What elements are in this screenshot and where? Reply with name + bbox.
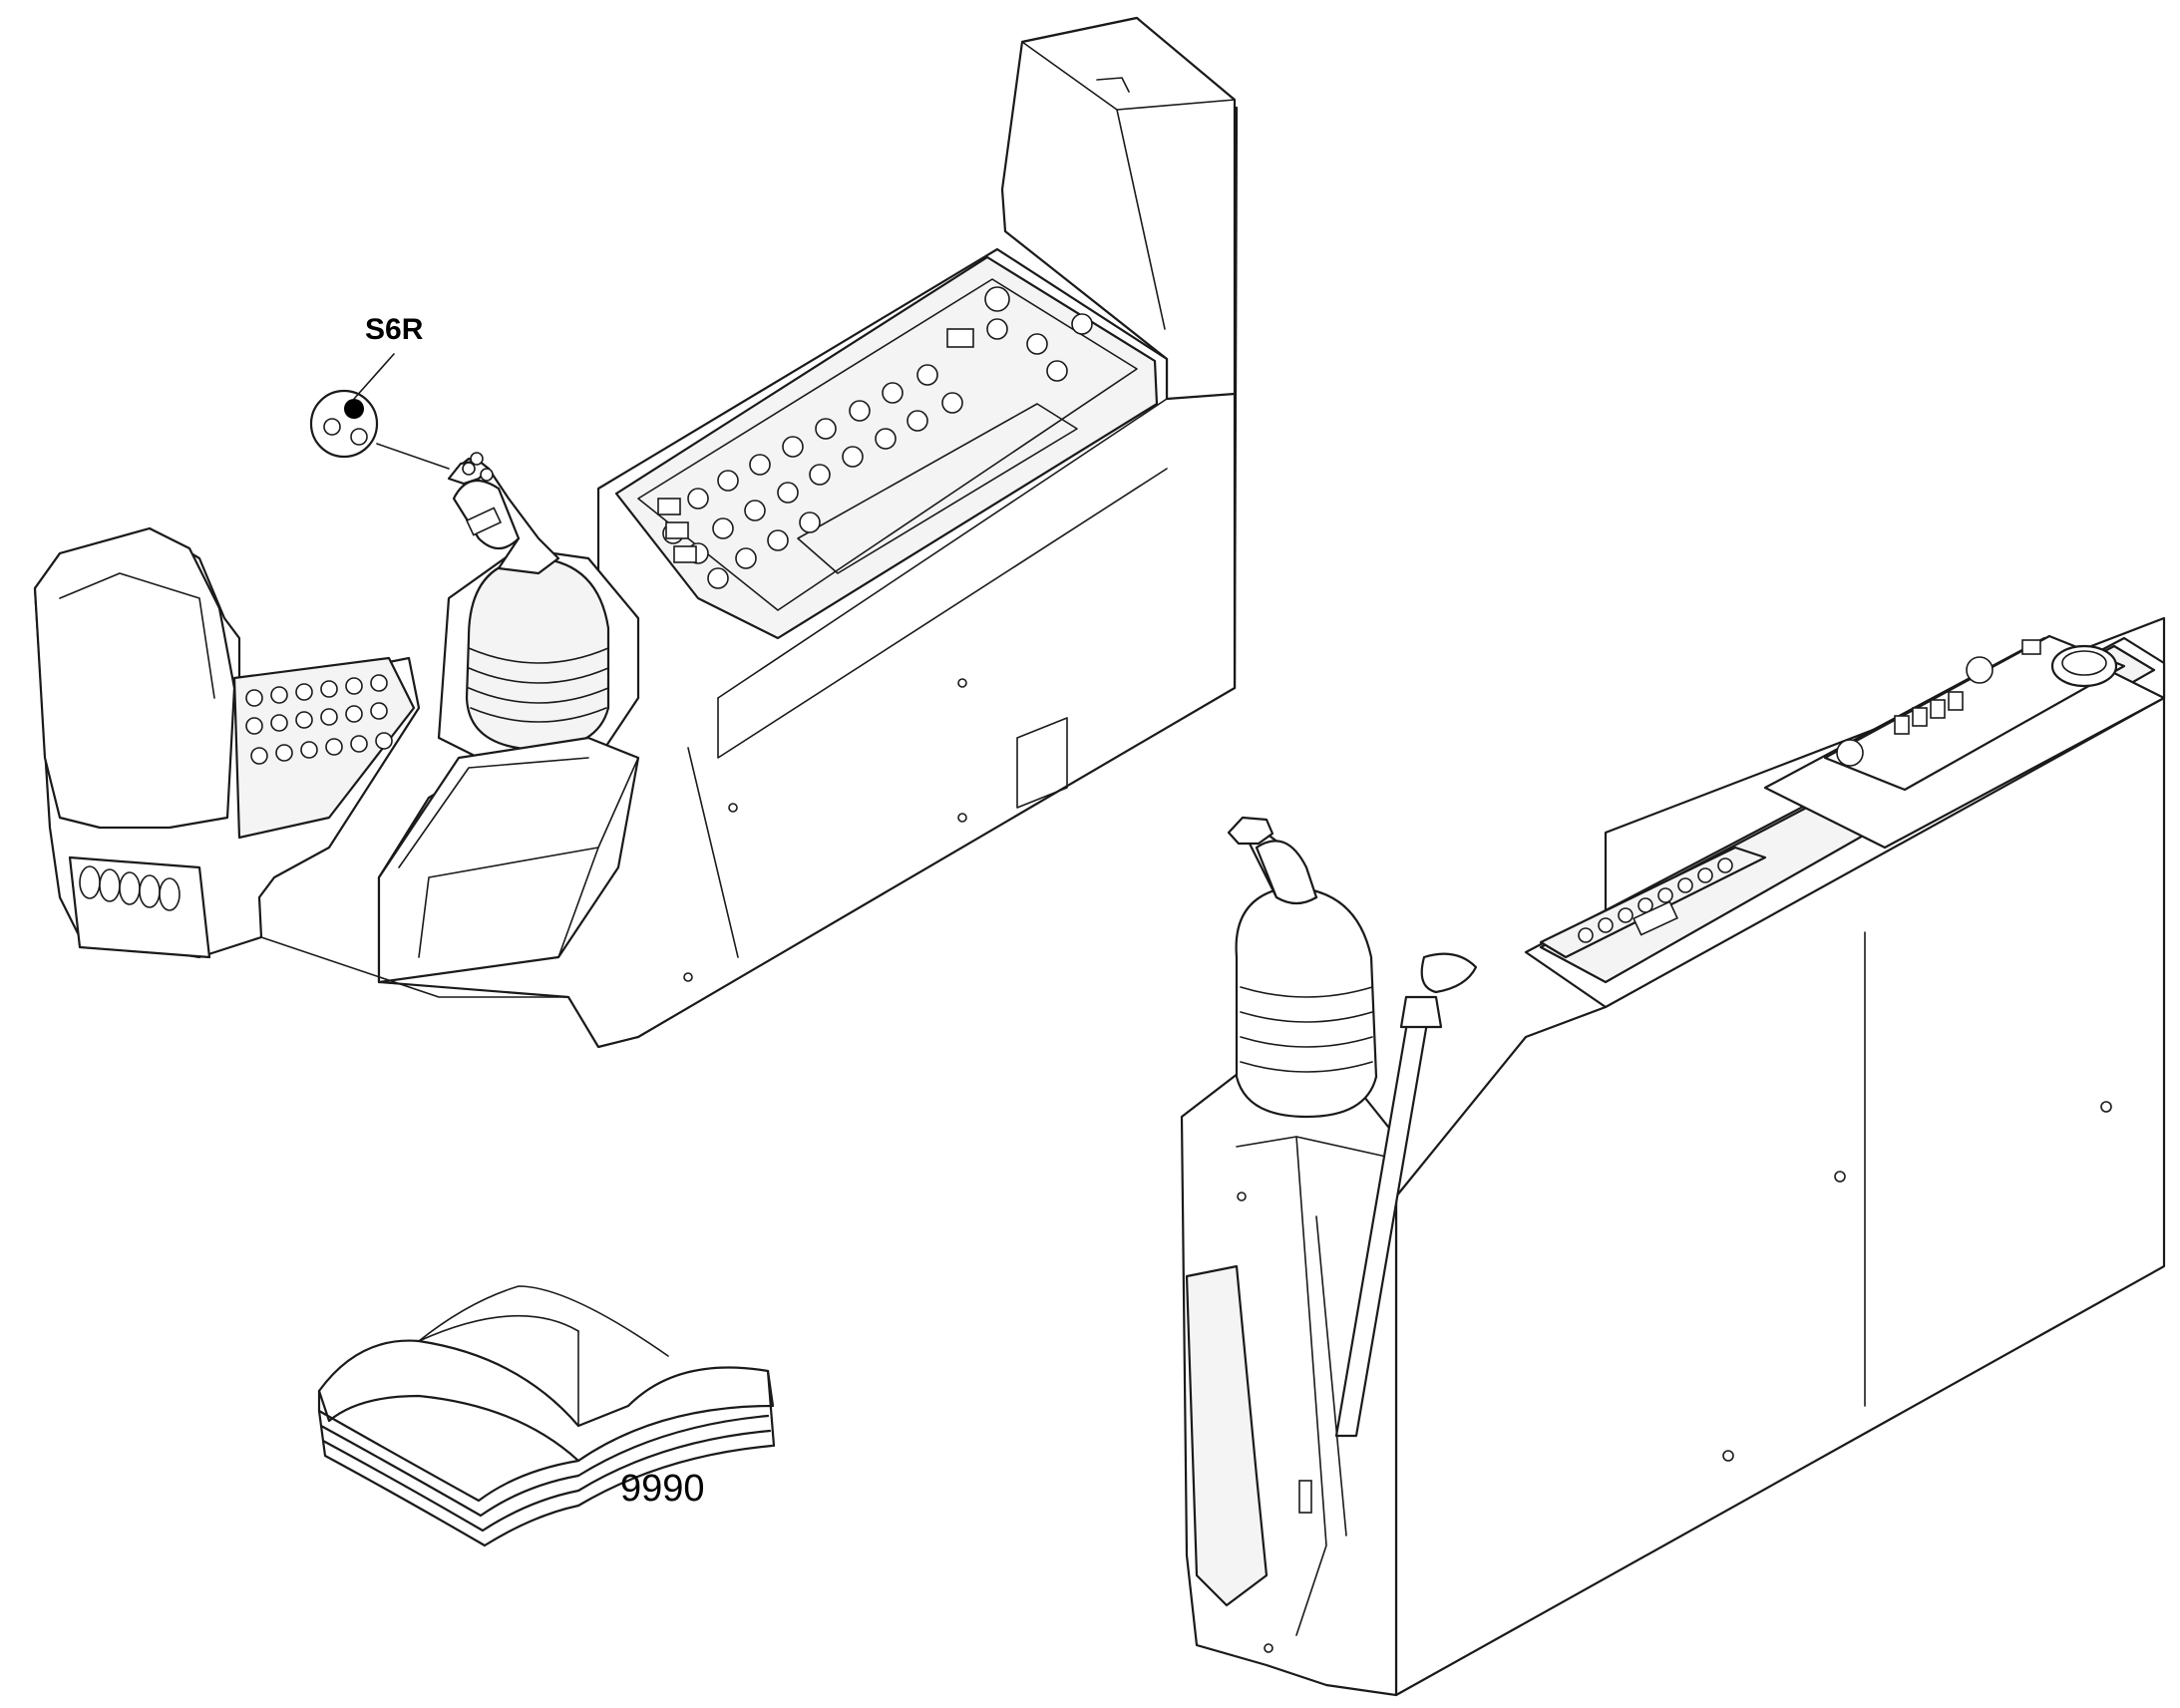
- top-panel-controls: [1836, 639, 2118, 767]
- selected-switch-dot: [344, 399, 364, 419]
- s6r-label: S6R: [365, 313, 424, 346]
- rocker-switch-row: [79, 865, 181, 911]
- armrest-button-grid: [245, 674, 393, 765]
- s6r-callout: S6R: [309, 313, 450, 470]
- switch-detail-circle: [309, 389, 379, 459]
- switch-leader-line: [376, 443, 450, 470]
- right-console-assembly: [1180, 616, 2166, 1697]
- s6r-leader-line: [353, 353, 395, 400]
- manual-label: 9990: [620, 1468, 705, 1510]
- lower-panel-controls: [1578, 857, 1733, 943]
- manual-book-icon: 9990: [317, 1285, 776, 1547]
- tray-button-grid: [657, 286, 1093, 589]
- left-console-assembly: [33, 16, 1239, 1049]
